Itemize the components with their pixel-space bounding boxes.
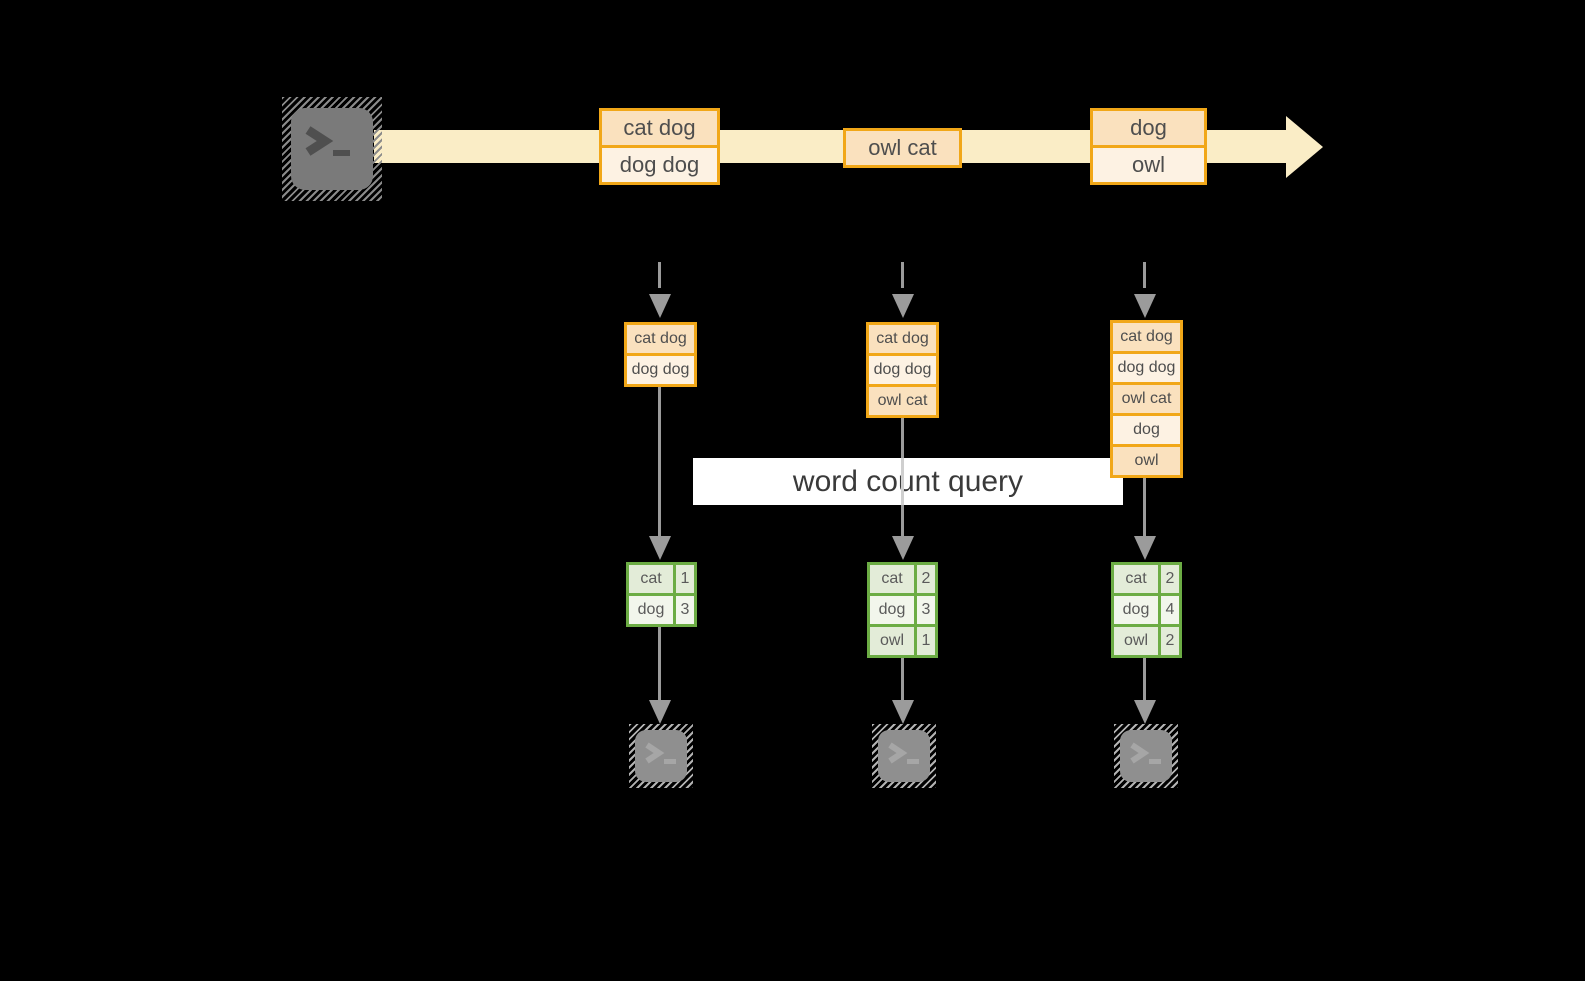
consumer-terminal-icon <box>629 724 693 788</box>
arrow-head <box>649 536 671 560</box>
buffer-cell: owl cat <box>1113 382 1180 413</box>
arrow-head <box>892 536 914 560</box>
dashed-arrow-head <box>649 294 671 318</box>
table-row: cat 1 <box>629 565 694 593</box>
word-cell: owl <box>870 627 917 655</box>
buffer-cell: cat dog <box>1113 323 1180 351</box>
consumer-terminal-icon <box>872 724 936 788</box>
buffer-cell: dog dog <box>1113 351 1180 382</box>
count-cell: 3 <box>676 596 694 624</box>
count-cell: 4 <box>1161 596 1179 624</box>
word-count-table-2: cat 2 dog 3 owl 1 <box>867 562 938 658</box>
table-row: dog 4 <box>1114 593 1179 624</box>
buffer-cell: cat dog <box>627 325 694 353</box>
stream-arrowhead <box>1286 116 1323 178</box>
word-cell: dog <box>1114 596 1161 624</box>
arrow-head <box>1134 700 1156 724</box>
table-row: owl 1 <box>870 624 935 655</box>
word-count-table-1: cat 1 dog 3 <box>626 562 697 627</box>
arrow-line <box>1143 478 1146 536</box>
prompt-icon <box>305 126 350 156</box>
arrow-line <box>1143 658 1146 700</box>
dashed-arrow-head <box>1134 294 1156 318</box>
query-label: word count query <box>693 458 1123 505</box>
count-cell: 2 <box>1161 565 1179 593</box>
word-cell: owl <box>1114 627 1161 655</box>
count-cell: 1 <box>676 565 694 593</box>
prompt-icon <box>1130 742 1161 764</box>
buffer-cell: cat dog <box>869 325 936 353</box>
count-cell: 2 <box>1161 627 1179 655</box>
buffer-cell: dog dog <box>627 353 694 384</box>
stream-record-2: owl cat <box>843 128 962 168</box>
arrow-line <box>901 658 904 700</box>
dashed-arrow-line <box>901 262 904 288</box>
consumer-terminal-icon <box>1114 724 1178 788</box>
buffer-cell: dog <box>1113 413 1180 444</box>
record-cell: dog dog <box>602 145 717 182</box>
table-row: dog 3 <box>629 593 694 624</box>
table-row: dog 3 <box>870 593 935 624</box>
terminal-icon-body <box>1120 730 1172 782</box>
count-cell: 2 <box>917 565 935 593</box>
arrow-head <box>1134 536 1156 560</box>
buffer-cell: owl cat <box>869 384 936 415</box>
prompt-icon <box>888 742 919 764</box>
arrow-head <box>649 700 671 724</box>
table-row: cat 2 <box>870 565 935 593</box>
count-cell: 1 <box>917 627 935 655</box>
arrow-head <box>892 700 914 724</box>
record-cell: owl <box>1093 145 1204 182</box>
arrow-line <box>658 387 661 536</box>
table-row: owl 2 <box>1114 624 1179 655</box>
stream-record-3: dog owl <box>1090 108 1207 185</box>
arrow-line-through-label <box>901 458 904 505</box>
dashed-arrow-line <box>1143 262 1146 288</box>
word-cell: cat <box>1114 565 1161 593</box>
terminal-icon-body <box>878 730 930 782</box>
stream-record-1: cat dog dog dog <box>599 108 720 185</box>
arrow-line <box>658 627 661 700</box>
buffer-cell: owl <box>1113 444 1180 475</box>
arrow-line <box>901 418 904 458</box>
word-cell: dog <box>629 596 676 624</box>
record-cell: owl cat <box>846 131 959 165</box>
prompt-icon <box>645 742 676 764</box>
producer-terminal-icon <box>282 97 382 201</box>
record-cell: cat dog <box>602 111 717 145</box>
buffer-cell: dog dog <box>869 353 936 384</box>
dashed-arrow-head <box>892 294 914 318</box>
word-cell: cat <box>629 565 676 593</box>
count-cell: 3 <box>917 596 935 624</box>
consumer-2-buffer: cat dog dog dog owl cat <box>866 322 939 418</box>
dashed-arrow-line <box>658 262 661 288</box>
consumer-1-buffer: cat dog dog dog <box>624 322 697 387</box>
table-row: cat 2 <box>1114 565 1179 593</box>
consumer-3-buffer: cat dog dog dog owl cat dog owl <box>1110 320 1183 478</box>
word-cell: dog <box>870 596 917 624</box>
record-cell: dog <box>1093 111 1204 145</box>
terminal-icon-body <box>291 108 373 190</box>
word-cell: cat <box>870 565 917 593</box>
terminal-icon-body <box>635 730 687 782</box>
word-count-table-3: cat 2 dog 4 owl 2 <box>1111 562 1182 658</box>
arrow-line <box>901 505 904 536</box>
